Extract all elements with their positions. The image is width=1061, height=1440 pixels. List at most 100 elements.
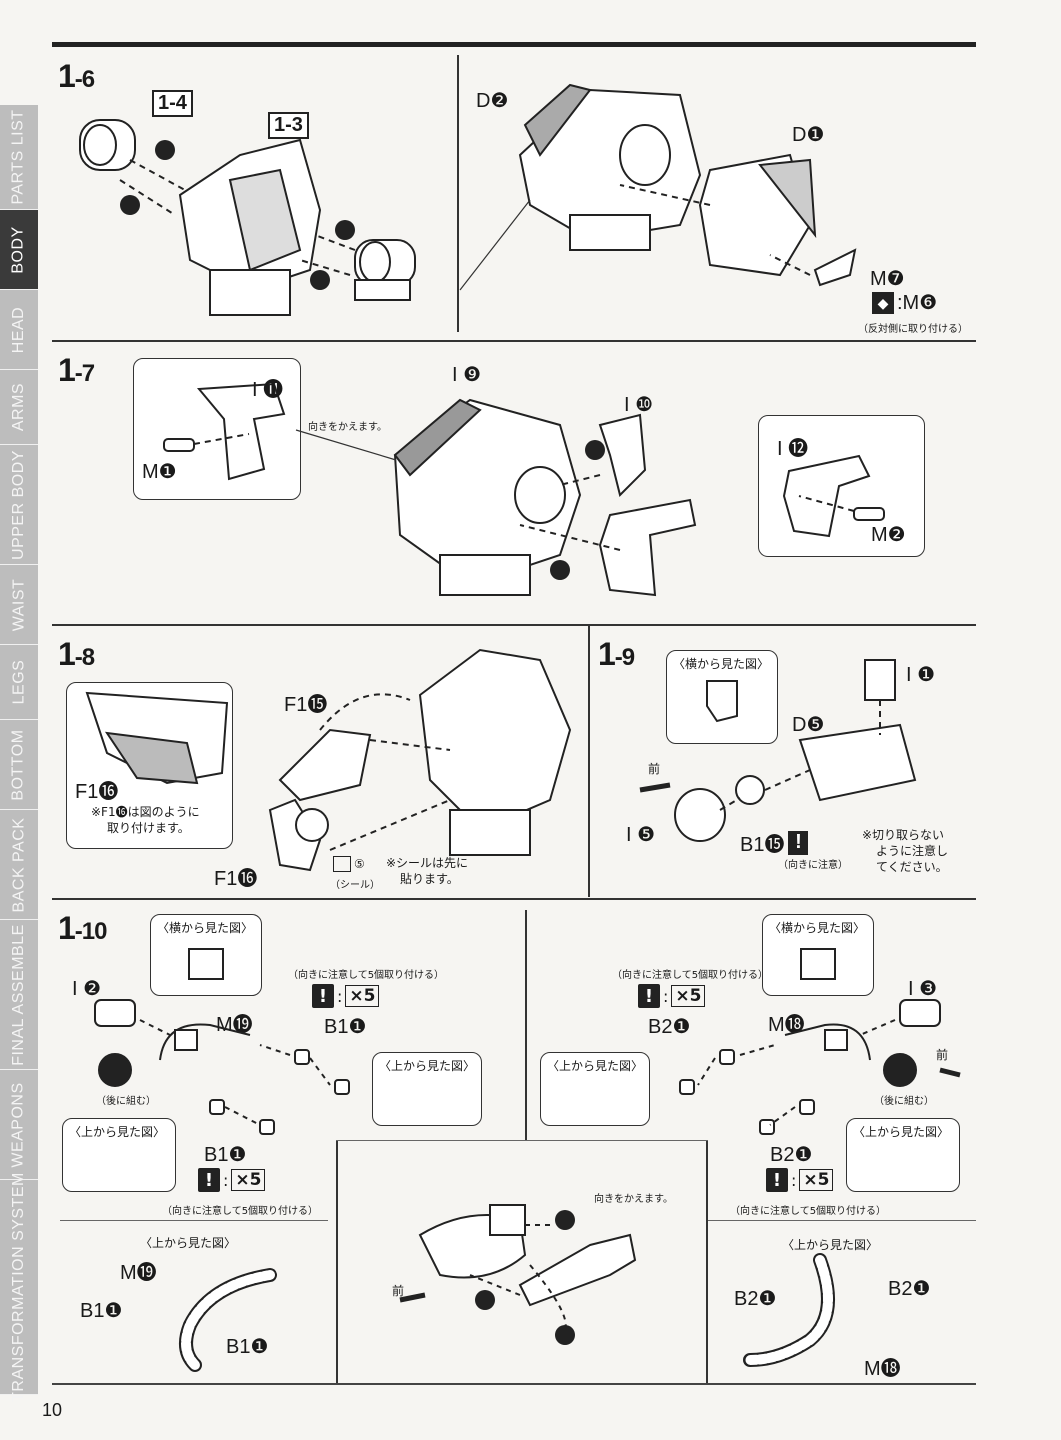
body-assembly-illustration-1-8 [268,648,572,872]
side-view-heading: 〈横から見た図〉 [673,657,770,671]
page-number: 10 [42,1400,63,1420]
caution-icon: ! [312,984,334,1008]
back-note-right: （後に組む） [874,1096,934,1107]
note-f16-line1: ※F1⓰は図のように [91,805,200,819]
body-assembly-illustration-1-7 [393,398,697,597]
tab-weapons[interactable]: WEAPONS [0,1070,38,1180]
part-label-f16-detail: F1⓰ [75,781,119,803]
ref-box-1-4: 1-4 [152,90,193,117]
top-view-bubble-lower-left: 〈上から見た図〉 [62,1118,176,1192]
tab-arms[interactable]: ARMS [0,370,38,445]
detail-bubble-i11: I ⓫ M❶ [133,358,301,500]
seal-icon [333,856,351,872]
leader-line-1-6 [459,199,531,291]
part-label-m18: M⓲ [768,1014,805,1036]
side-view-bubble-1-9: 〈横から見た図〉 [666,650,778,744]
part-label-b1-bottom-b: B1❶ [226,1336,269,1358]
turn-note-1-7: 向きをかえます。 [308,422,387,433]
divider-after-1-8 [52,898,976,900]
tab-transformation-system[interactable]: TRANSFORMATION SYSTEM [0,1172,38,1402]
back-note-left: （後に組む） [96,1096,156,1107]
caution-multiplier-lower-right: !:×5 [766,1168,834,1192]
divider-center-box [336,1140,708,1141]
divider-1-6 [457,55,459,332]
waist-skirt-illustration-left [94,999,350,1135]
part-label-i9: I ❾ [452,364,482,386]
attach5-note-lower-left: （向きに注意して5個取り付ける） [162,1206,319,1217]
note-f16-line2: 取り付けます。 [107,821,190,835]
waist-skirt-illustration-right [679,999,961,1135]
top-view-heading-bottom-right: 〈上から見た図〉 [782,1238,879,1252]
attach5-note-lower-right: （向きに注意して5個取り付ける） [730,1206,887,1217]
part-label-d2: D❷ [476,90,509,112]
tab-waist[interactable]: WAIST [0,565,38,645]
side-view-bubble-right: 〈横から見た図〉 [762,914,874,996]
tab-legs[interactable]: LEGS [0,645,38,720]
part-label-i11: I ⓫ [252,379,284,401]
part-label-d1: D❶ [792,124,825,146]
part-label-m19-bottom: M⓳ [120,1262,157,1284]
step-number-1-10: 1-10 [58,910,107,946]
divider-right-bottom [708,1220,976,1221]
side-view-heading-right: 〈横から見た図〉 [769,921,866,935]
top-rule [52,42,976,47]
divider-1-8-1-9 [588,625,590,897]
tab-upper-body[interactable]: UPPER BODY [0,445,38,565]
divider-left-bottom [60,1220,328,1221]
detail-bubble-f16: F1⓰ ※F1⓰は図のように 取り付けます。 [66,682,233,849]
divider-center-top [525,910,527,1140]
part-label-i12: I ⓬ [777,438,809,460]
body-assembly-illustration-1-6b [518,83,857,287]
front-label-right: 前 [936,1048,949,1062]
part-label-i2: I ❷ [72,978,102,1000]
caution-orientation: （向きに注意） [778,860,848,871]
part-label-m7: M❼ [870,268,905,290]
part-label-b2-bottom-b: B2❶ [734,1288,777,1310]
part-label-b1-top: B1❶ [324,1016,367,1038]
seal-label: （シール） [330,880,380,891]
top-view-heading: 〈上から見た図〉 [547,1059,644,1073]
tab-final-assemble[interactable]: FINAL ASSEMBLE [0,920,38,1070]
side-view-heading-left: 〈横から見た図〉 [157,921,254,935]
top-view-bubble-upper-right: 〈上から見た図〉 [540,1052,650,1126]
part-label-d5: D❺ [792,714,825,736]
divider-after-1-7 [52,624,976,626]
front-label-1-9: 前 [648,762,661,776]
step-number-1-7: 1-7 [58,352,95,388]
caution-multiplier-top-right: !:×5 [638,984,706,1008]
part-label-i1: I ❶ [906,664,936,686]
tab-back-pack[interactable]: BACK PACK [0,810,38,920]
part-label-b2-lower: B2❶ [770,1144,813,1166]
top-view-bubble-lower-right: 〈上から見た図〉 [846,1118,960,1192]
tab-head[interactable]: HEAD [0,290,38,370]
part-label-b1-bottom-a: B1❶ [80,1300,123,1322]
skirt-top-view-left [179,1268,277,1372]
part-label-f16: F1⓰ [214,868,258,890]
caution-icon: ! [788,830,809,855]
front-label-center: 前 [392,1284,405,1298]
attach5-note-top-left: （向きに注意して5個取り付ける） [288,970,445,981]
cut-note-line2: ように注意し [876,844,949,858]
attach5-note-top-right: （向きに注意して5個取り付ける） [612,970,769,981]
side-navigation: PARTS LIST BODY HEAD ARMS UPPER BODY WAI… [0,105,38,1402]
tab-bottom[interactable]: BOTTOM [0,720,38,810]
part-label-i10: I ❿ [624,394,654,416]
cut-note-line3: てください。 [876,860,948,874]
top-view-heading: 〈上から見た図〉 [69,1125,166,1139]
tab-parts-list[interactable]: PARTS LIST [0,105,38,210]
leader-line-1-7 [295,429,397,461]
divider-after-1-6 [52,340,976,342]
top-view-heading: 〈上から見た図〉 [379,1059,476,1073]
divider-center-right [706,1140,708,1385]
caution-icon: ! [638,984,660,1008]
ref-box-1-3: 1-3 [268,112,309,139]
part-label-i5: I ❺ [626,824,656,846]
turn-note-1-10: 向きをかえます。 [594,1194,673,1205]
tab-body[interactable]: BODY [0,210,38,290]
part-label-m6: ◆ :M❻ [872,290,937,315]
detail-bubble-i12: I ⓬ M❷ [758,415,925,557]
flip-icon: ◆ [872,291,894,314]
note-opposite-side: （反対側に取り付ける） [858,324,968,335]
bottom-rule [52,1383,976,1385]
caution-multiplier-lower-left: !:×5 [198,1168,266,1192]
